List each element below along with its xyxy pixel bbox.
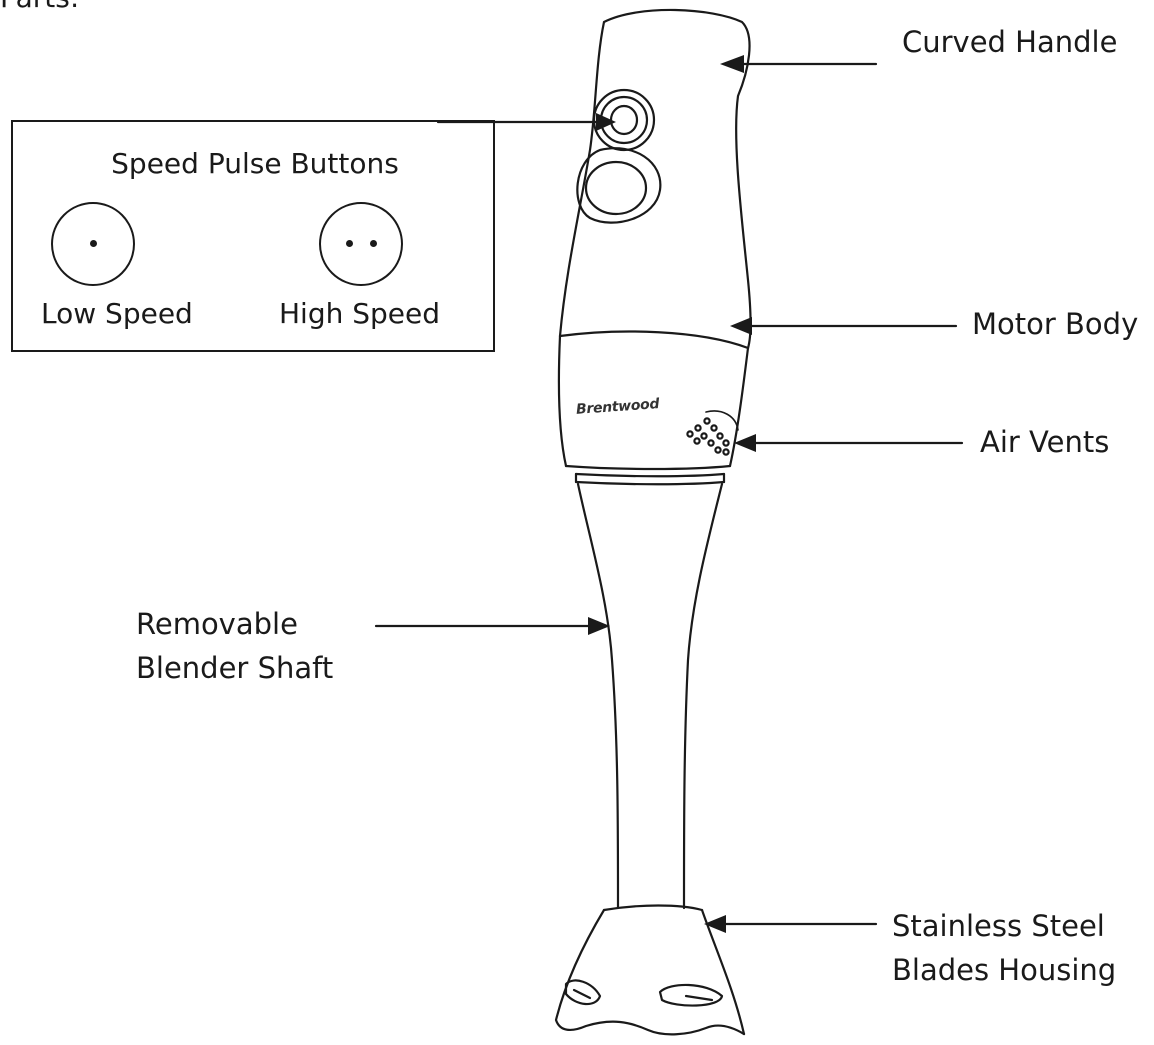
shaft-label-line1: Removable: [136, 607, 298, 641]
collar-right: [728, 346, 750, 468]
double-dot-left-icon: [346, 240, 353, 247]
arrow-shaft: [588, 617, 610, 635]
arrow-air-vents: [734, 434, 756, 452]
motor-body-label: Motor Body: [972, 307, 1139, 341]
air-vent-holes: [686, 417, 730, 456]
collar-top: [558, 330, 750, 350]
removable-shaft-label: Removable Blender Shaft: [136, 602, 333, 690]
curved-handle-label: Curved Handle: [902, 25, 1118, 59]
collar-bottom: [564, 464, 732, 471]
housing-top: [602, 904, 704, 912]
shaft-left: [576, 482, 620, 910]
double-dot-right-icon: [370, 240, 377, 247]
button-low-inner: [609, 104, 639, 136]
blades-label-line2: Blades Housing: [892, 953, 1117, 987]
arrow-motor-body: [730, 317, 752, 335]
shaft-right: [682, 482, 724, 910]
blades-label-line1: Stainless Steel: [892, 909, 1105, 943]
blades-housing-label: Stainless Steel Blades Housing: [892, 904, 1116, 992]
parts-heading: Parts:: [0, 0, 79, 18]
low-speed-label: Low Speed: [41, 297, 193, 330]
low-speed-button-icon: [51, 202, 135, 286]
button-low-outer: [592, 88, 656, 152]
speed-buttons-inset: Speed Pulse Buttons Low Speed High Speed: [11, 120, 495, 352]
arrow-curved-handle: [720, 55, 744, 73]
arrow-blades: [704, 915, 726, 933]
ring-top: [574, 472, 726, 478]
high-speed-button-icon: [319, 202, 403, 286]
handle-outline: [558, 8, 752, 350]
arrow-speed-buttons: [596, 113, 616, 131]
air-vents-label: Air Vents: [980, 425, 1110, 459]
collar-left: [557, 334, 568, 468]
inset-title: Speed Pulse Buttons: [111, 147, 399, 180]
button-high-shape: [576, 147, 662, 224]
ring-bottom: [574, 480, 726, 486]
single-dot-icon: [90, 240, 97, 247]
shaft-label-line2: Blender Shaft: [136, 651, 334, 685]
high-speed-label: High Speed: [279, 297, 441, 330]
